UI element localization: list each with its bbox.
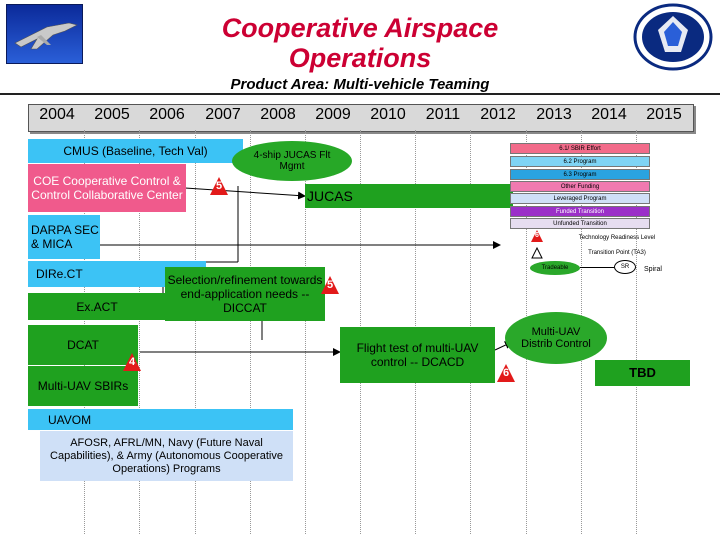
legend-spiral: Spiral xyxy=(644,266,662,273)
trl-triangle xyxy=(497,364,515,382)
program-darpa-label: DARPA SEC & MICA xyxy=(31,223,99,251)
program-cmus[interactable]: CMUS (Baseline, Tech Val) xyxy=(28,139,243,163)
legend-item: 6.3 Program xyxy=(510,169,650,180)
legend-item: Unfunded Transition xyxy=(510,218,650,229)
page-subtitle: Product Area: Multi-vehicle Teaming xyxy=(230,76,490,93)
legend-sr: SR xyxy=(614,260,636,274)
air-force-seal xyxy=(632,2,714,72)
program-multi-uav-sbirs[interactable]: Multi-UAV SBIRs xyxy=(28,366,138,406)
page-title-line2: Operations xyxy=(288,43,432,73)
legend-item: 6.1/ SBIR Effort xyxy=(510,143,650,154)
year-label: 2009 xyxy=(315,106,351,123)
year-label: 2010 xyxy=(370,106,406,123)
trl-4-label: 4 xyxy=(128,356,136,368)
legend-tradeable-label: Tradeable xyxy=(541,265,569,271)
year-label: 2004 xyxy=(39,106,75,123)
year-label: 2012 xyxy=(480,106,516,123)
program-jucas-flt[interactable]: 4-ship JUCAS Flt Mgmt xyxy=(232,141,352,181)
year-label: 2013 xyxy=(536,106,572,123)
program-multi-uav-distrib-label: Multi-UAV Distrib Control xyxy=(521,326,591,350)
program-afosr-label: AFOSR, AFRL/MN, Navy (Future Naval Capab… xyxy=(50,436,283,475)
year-axis xyxy=(28,104,694,132)
year-gridline xyxy=(636,130,637,534)
program-coe[interactable]: COE Cooperative Control & Control Collab… xyxy=(28,164,186,212)
program-darpa[interactable]: DARPA SEC & MICA xyxy=(28,215,100,259)
trl-5a-label: 5 xyxy=(215,180,223,192)
year-gridline xyxy=(139,130,140,534)
program-afosr[interactable]: AFOSR, AFRL/MN, Navy (Future Naval Capab… xyxy=(40,431,293,481)
program-jucas-flt-label: 4-ship JUCAS Flt Mgmt xyxy=(253,150,331,172)
trl-5b-label: 5 xyxy=(326,279,334,291)
legend-spiral-line xyxy=(580,267,614,268)
program-jucas-label: JUCAS xyxy=(307,188,353,204)
program-dcat-label: DCAT xyxy=(67,338,99,352)
year-label: 2005 xyxy=(94,106,130,123)
legend-item: Leveraged Program xyxy=(510,193,650,204)
legend-trl-text: Technology Readiness Level xyxy=(578,235,656,241)
legend-tp-text: Transition Point (TA3) xyxy=(588,250,646,256)
program-exact-label: Ex.ACT xyxy=(76,299,118,314)
trl-triangle xyxy=(123,353,141,371)
legend-tradeable: Tradeable xyxy=(530,261,580,275)
legend-item: Funded Transition xyxy=(510,206,650,217)
page-title: Cooperative Airspace xyxy=(221,13,499,43)
title-divider xyxy=(0,93,720,95)
program-tbd-label: TBD xyxy=(629,365,656,380)
program-coe-label: COE Cooperative Control & Control Collab… xyxy=(31,174,183,202)
year-gridline xyxy=(305,130,306,534)
year-gridline xyxy=(250,130,251,534)
program-jucas[interactable]: JUCAS xyxy=(305,184,513,208)
program-multi-uav-distrib[interactable]: Multi-UAV Distrib Control xyxy=(505,312,607,364)
year-label: 2006 xyxy=(149,106,185,123)
program-tbd[interactable]: TBD xyxy=(595,360,690,386)
program-dcat[interactable]: DCAT xyxy=(28,325,138,365)
program-uavom-label: UAVOM xyxy=(48,412,92,427)
program-uavom[interactable]: UAVOM xyxy=(28,409,293,430)
program-multi-uav-sbirs-label: Multi-UAV SBIRs xyxy=(37,379,129,393)
trl-triangle xyxy=(210,177,228,195)
program-exact[interactable]: Ex.ACT xyxy=(28,293,166,320)
program-flight-test[interactable]: Flight test of multi-UAV control -- DCAC… xyxy=(340,327,495,383)
legend-item: 6.2 Program xyxy=(510,156,650,167)
trl-triangle xyxy=(321,276,339,294)
year-label: 2015 xyxy=(646,106,682,123)
program-selection[interactable]: Selection/refinement towards end-applica… xyxy=(165,267,325,321)
year-label: 2011 xyxy=(425,106,461,123)
year-label: 2014 xyxy=(591,106,627,123)
aircraft-icon xyxy=(14,22,78,50)
year-label: 2008 xyxy=(260,106,296,123)
legend-transition-icon xyxy=(531,247,543,259)
program-cmus-label: CMUS (Baseline, Tech Val) xyxy=(63,144,208,158)
seal-icon xyxy=(633,3,713,71)
year-gridline xyxy=(195,130,196,534)
aircraft-logo xyxy=(6,4,83,64)
legend-trl-number: 6 xyxy=(535,232,539,239)
program-flight-test-label: Flight test of multi-UAV control -- DCAC… xyxy=(356,341,479,369)
year-label: 2007 xyxy=(205,106,241,123)
legend-sr-label: SR xyxy=(620,264,630,270)
legend-item: Other Funding xyxy=(510,181,650,192)
legend-trl-icon xyxy=(531,230,543,242)
program-direct-label: DIRe.CT xyxy=(36,267,83,281)
program-selection-label: Selection/refinement towards end-applica… xyxy=(167,273,323,315)
trl-6-label: 6 xyxy=(502,367,510,379)
